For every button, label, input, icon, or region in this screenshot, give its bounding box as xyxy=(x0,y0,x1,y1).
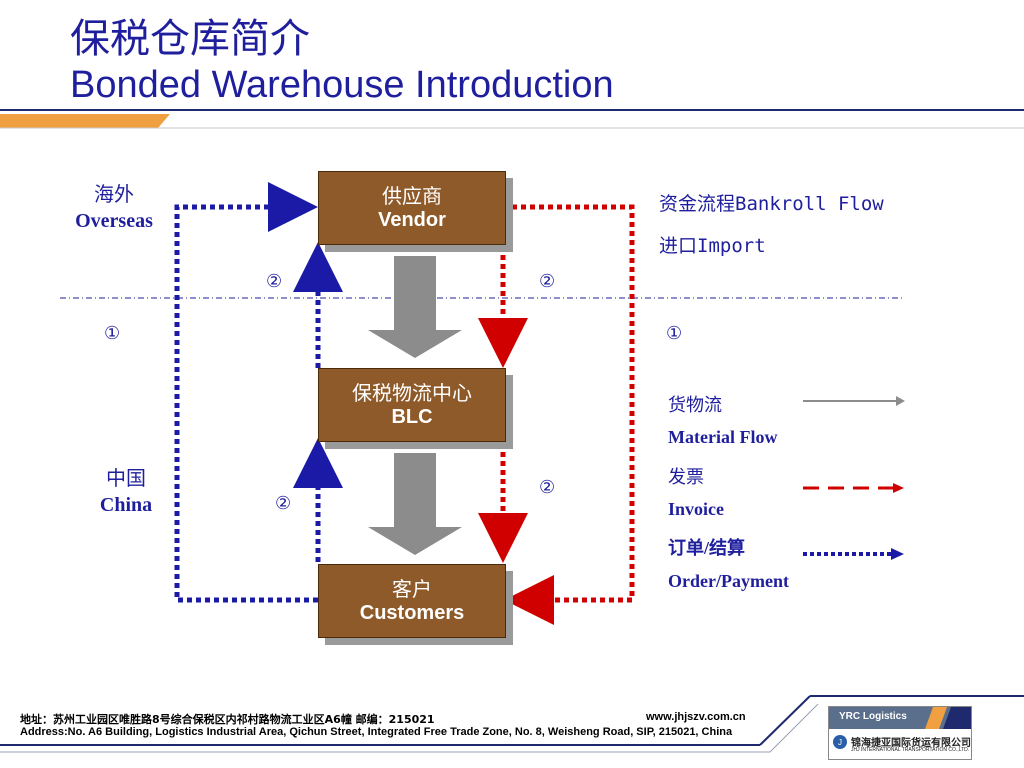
company-logo: YRC Logistics J 锦海捷亚国际货运有限公司 JHJ INTERNA… xyxy=(828,706,972,760)
svg-text:J: J xyxy=(838,738,842,747)
footer-graphics xyxy=(0,695,1024,753)
customers-label-en: Customers xyxy=(359,602,465,624)
vendor-node: 供应商 Vendor xyxy=(318,171,506,245)
invoice-path-outer xyxy=(503,204,635,625)
legend-order-en: Order/Payment xyxy=(668,571,789,591)
logo-chevron-icon xyxy=(925,707,971,729)
china-en: China xyxy=(99,494,153,516)
customers-node: 客户 Customers xyxy=(318,564,506,638)
step-marker-right: ① xyxy=(666,323,683,344)
logo-company-name: 锦海捷亚国际货运有限公司 xyxy=(851,738,971,749)
footer-address-en: Address:No. A6 Building, Logistics Indus… xyxy=(20,726,733,738)
china-cn: 中国 xyxy=(106,468,146,490)
footer-address-cn: 地址：苏州工业园区唯胜路8号综合保税区内祁村路物流工业区A6幢 邮编：21502… xyxy=(20,713,435,726)
vendor-label-cn: 供应商 xyxy=(382,184,442,208)
step-marker-lower-left: ② xyxy=(275,493,292,514)
logo-banner: YRC Logistics xyxy=(829,707,971,729)
overseas-cn: 海外 xyxy=(94,184,134,206)
page-title-cn: 保税仓库简介 xyxy=(70,16,310,62)
step-marker-upper-left: ② xyxy=(266,271,283,292)
china-region-label: 中国 China xyxy=(74,466,178,518)
vendor-label-en: Vendor xyxy=(378,209,446,231)
legend-material-cn: 货物流 xyxy=(668,395,722,415)
material-arrow-vendor-blc xyxy=(368,256,462,358)
logo-globe-icon: J xyxy=(833,735,847,749)
blc-label-en: BLC xyxy=(391,406,433,428)
bankroll-flow-label: 资金流程Bankroll Flow xyxy=(659,193,884,215)
material-arrow-blc-customers xyxy=(368,453,462,555)
blc-node: 保税物流中心 BLC xyxy=(318,368,506,442)
customers-label-cn: 客户 xyxy=(392,577,432,601)
blc-label-cn: 保税物流中心 xyxy=(352,381,472,405)
footer-website[interactable]: www.jhjszv.com.cn xyxy=(646,711,746,723)
import-label: 进口Import xyxy=(659,235,766,257)
step-marker-upper-right: ② xyxy=(539,271,556,292)
legend-invoice-cn: 发票 xyxy=(668,467,704,487)
overseas-en: Overseas xyxy=(75,210,153,232)
step-marker-lower-right: ② xyxy=(539,477,556,498)
legend-order-cn: 订单/结算 xyxy=(668,538,746,558)
order-path-overseas xyxy=(174,182,318,603)
legend-invoice-en: Invoice xyxy=(668,499,724,519)
logo-brand-text: YRC Logistics xyxy=(839,711,907,722)
logo-company-sub: JHJ INTERNATIONAL TRANSPORTATION CO.,LTD… xyxy=(851,747,970,753)
step-marker-left: ① xyxy=(104,323,121,344)
overseas-region-label: 海外 Overseas xyxy=(62,182,166,234)
page-title-en: Bonded Warehouse Introduction xyxy=(70,64,614,106)
legend-material-en: Material Flow xyxy=(668,427,778,447)
